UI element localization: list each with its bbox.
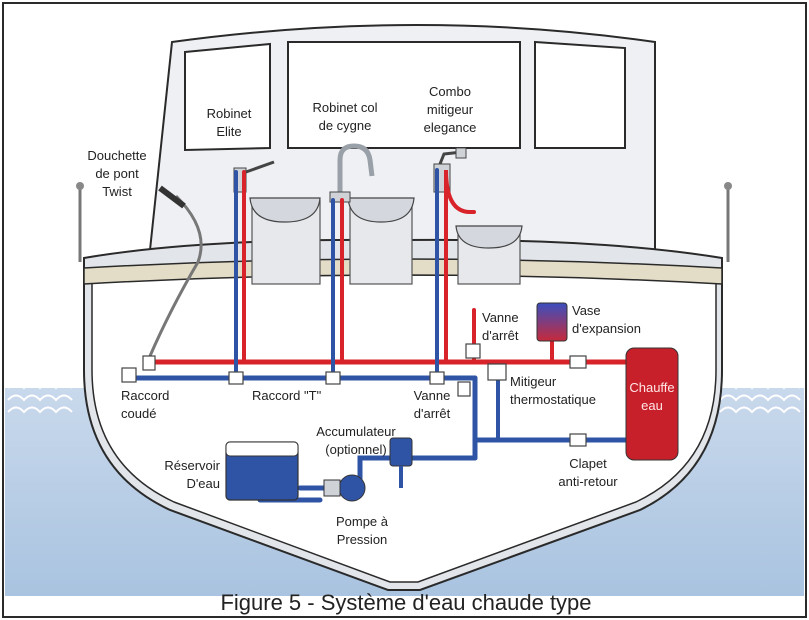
label-vanne-top-2: d'arrêt [482,328,519,343]
label-vanne-top-1: Vanne [482,310,519,325]
label-robinet-col-1: Robinet col [312,100,377,115]
cabin-window-3 [534,40,626,149]
label-douchette-2: de pont [95,166,139,181]
label-mitigeur: Mitigeur thermostatique [510,374,596,407]
label-combo: Combo mitigeur elegance [424,84,477,135]
label-vanne-top: Vanne d'arrêt [482,310,519,343]
railing-knob-left [76,182,84,190]
label-reservoir: Réservoir D'eau [164,458,220,491]
label-pompe-1: Pompe à [336,514,389,529]
label-douchette: Douchette de pont Twist [87,148,146,199]
label-raccord-t: Raccord "T" [252,388,322,403]
sink-3 [455,225,523,249]
label-vanne-bottom-2: d'arrêt [414,406,451,421]
label-robinet-elite-1: Robinet [207,106,252,121]
label-accumulateur-1: Accumulateur [316,424,396,439]
label-vanne-bottom-1: Vanne [414,388,451,403]
label-combo-2: mitigeur [427,102,474,117]
waves-right [719,382,801,414]
railing-posts [78,188,730,262]
label-clapet: Clapet anti-retour [558,456,618,489]
label-accumulateur: Accumulateur (optionnel) [316,424,396,457]
label-robinet-elite: Robinet Elite [207,106,252,139]
label-douchette-1: Douchette [87,148,146,163]
label-mitigeur-2: thermostatique [510,392,596,407]
reservoir-top [225,441,299,457]
sink-1 [249,197,321,223]
shower-hose [148,194,203,357]
label-raccord-coude: Raccord coudé [121,388,169,421]
label-reservoir-2: D'eau [186,476,220,491]
railing-knob-right [724,182,732,190]
label-accumulateur-2: (optionnel) [325,442,386,457]
label-robinet-elite-2: Elite [216,124,241,139]
fittings [121,343,587,447]
shower-head [158,185,186,209]
label-pompe-2: Pression [337,532,388,547]
water-heater [625,347,679,461]
label-chauffe-eau-2: eau [641,398,663,413]
label-robinet-col: Robinet col de cygne [312,100,377,133]
label-combo-1: Combo [429,84,471,99]
label-mitigeur-1: Mitigeur [510,374,557,389]
label-chauffe-eau-1: Chauffe [629,380,674,395]
label-pompe: Pompe à Pression [336,514,389,547]
waves-left [7,382,73,414]
label-reservoir-1: Réservoir [164,458,220,473]
label-clapet-1: Clapet [569,456,607,471]
accumulator [389,437,413,467]
cabin-window-1 [184,42,271,152]
label-vanne-bottom: Vanne d'arrêt [414,388,451,421]
sink-2 [347,197,415,223]
label-raccord-coude-2: coudé [121,406,156,421]
expansion-vessel [536,302,568,342]
label-combo-3: elegance [424,120,477,135]
label-douchette-3: Twist [102,184,132,199]
label-robinet-col-2: de cygne [319,118,372,133]
pressure-pump [323,474,366,502]
label-chauffe-eau: Chauffe eau [629,380,674,413]
label-vase-2: d'expansion [572,321,641,336]
label-clapet-2: anti-retour [558,474,618,489]
label-raccord-coude-1: Raccord [121,388,169,403]
label-vase-1: Vase [572,303,601,318]
label-vase: Vase d'expansion [572,303,641,336]
figure-caption: Figure 5 - Système d'eau chaude type [220,590,591,615]
cabin-window-2 [287,41,521,149]
